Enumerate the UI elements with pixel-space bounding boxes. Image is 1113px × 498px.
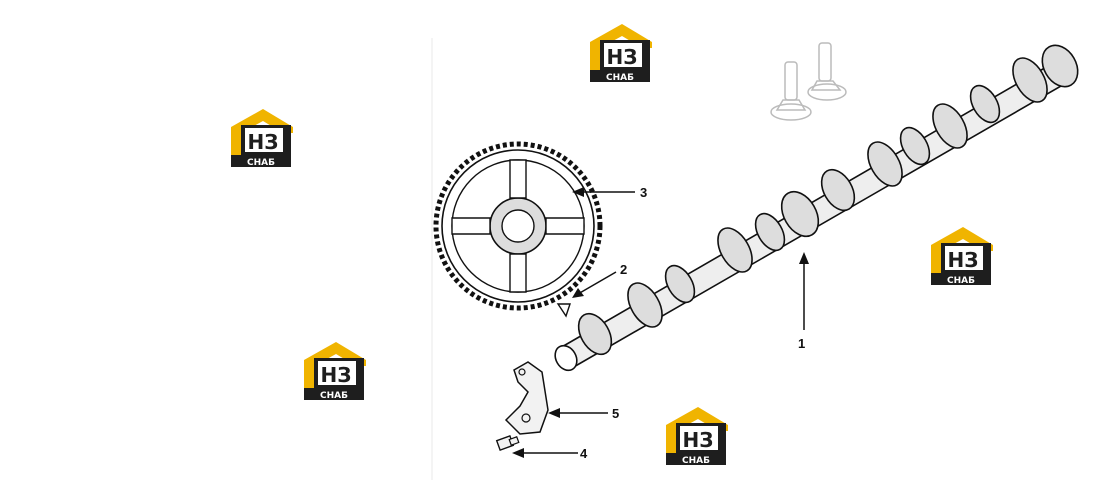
watermark-logo: НЗ СНАБ [304,342,366,401]
logo-mark: НЗ [607,45,638,69]
watermark-logo: НЗ СНАБ [931,227,993,286]
logo-word: СНАБ [320,391,348,401]
watermark-logo: НЗ СНАБ [231,109,293,168]
logo-word: СНАБ [606,73,634,83]
bolt-drawing [495,435,520,451]
watermark-logo: НЗ СНАБ [666,407,728,466]
logo-mark: НЗ [248,130,279,154]
callout-3: 3 [640,185,647,200]
logo-word: СНАБ [947,276,975,286]
logo-word: СНАБ [247,158,275,168]
logo-mark: НЗ [321,363,352,387]
callout-4: 4 [580,446,588,461]
logo-word: СНАБ [682,456,710,466]
thrust-plate-drawing [504,361,549,435]
woodruff-key-drawing [556,303,571,318]
camshaft-drawing [554,44,1079,372]
watermark-logo: НЗ СНАБ [590,24,652,83]
bolts-drawing [770,42,847,121]
gear-drawing [433,141,603,311]
logo-mark: НЗ [948,248,979,272]
logo-mark: НЗ [683,428,714,452]
callout-1: 1 [798,336,805,351]
callout-5: 5 [612,406,619,421]
callout-2: 2 [620,262,627,277]
